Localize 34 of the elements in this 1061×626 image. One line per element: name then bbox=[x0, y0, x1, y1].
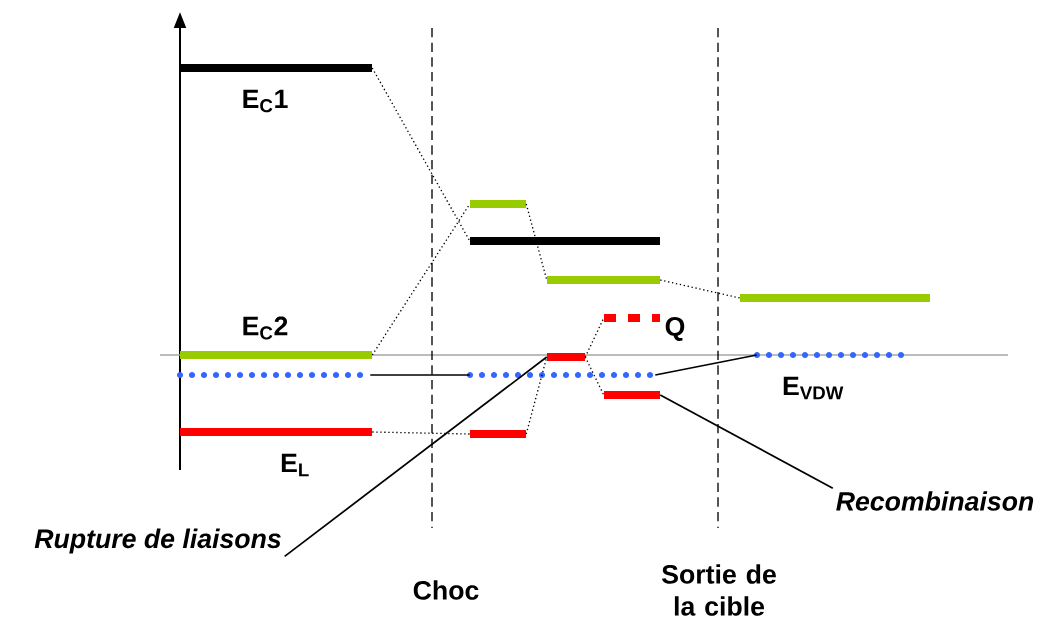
energy-level bbox=[547, 276, 660, 284]
energy-level bbox=[180, 64, 372, 72]
energy-level bbox=[180, 428, 372, 436]
phase-label: Sortie de la cible bbox=[662, 564, 776, 616]
energy-level bbox=[180, 351, 372, 359]
connector-line bbox=[654, 354, 758, 376]
level-label: E$_{C}$2 bbox=[243, 316, 288, 340]
connector-line bbox=[525, 356, 548, 435]
level-label: E$_{L}$ bbox=[281, 453, 309, 477]
callout-text: Rupture de liaisons bbox=[34, 528, 281, 554]
energy-level bbox=[470, 237, 660, 245]
leader-line bbox=[659, 394, 834, 490]
callout-text: Recombinaison bbox=[836, 491, 1034, 511]
energy-level bbox=[753, 351, 905, 359]
connector-line bbox=[659, 279, 741, 299]
connector-line bbox=[371, 203, 471, 356]
connector-line bbox=[584, 317, 605, 358]
level-label: E$_{VDW}$ bbox=[783, 376, 844, 400]
connector-line bbox=[525, 203, 548, 281]
energy-level bbox=[604, 391, 660, 399]
connector-line bbox=[584, 356, 605, 396]
energy-level bbox=[466, 371, 654, 379]
level-label: Q bbox=[665, 317, 685, 341]
leader-line bbox=[283, 356, 548, 558]
connector-line bbox=[369, 374, 471, 376]
phase-label: Choc bbox=[413, 580, 479, 600]
energy-level bbox=[547, 353, 585, 361]
connector-line bbox=[371, 431, 471, 435]
level-label: E$_{C}$1 bbox=[243, 89, 288, 113]
energy-level bbox=[470, 430, 526, 438]
energy-level bbox=[740, 294, 930, 302]
energy-level bbox=[470, 200, 526, 208]
connector-line bbox=[371, 67, 471, 242]
energy-level bbox=[176, 371, 364, 379]
